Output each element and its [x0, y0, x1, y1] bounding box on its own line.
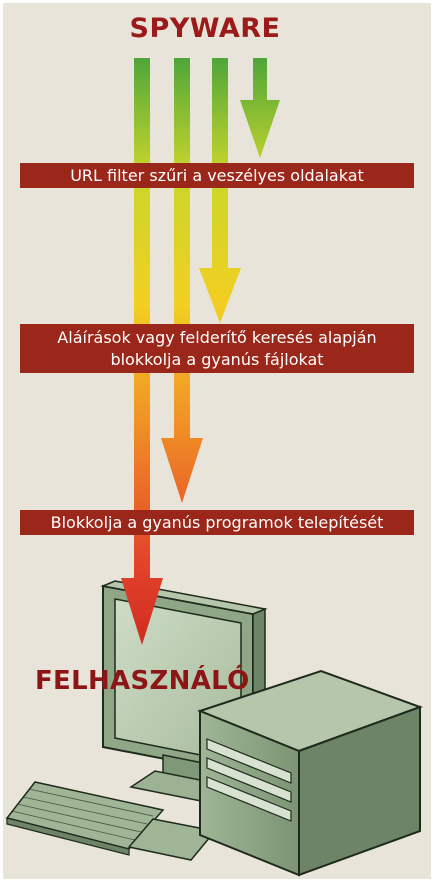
arrow-4 — [240, 58, 280, 158]
arrow-3 — [199, 58, 241, 323]
arrow-2 — [161, 58, 203, 503]
arrow-1 — [121, 58, 163, 645]
diagram-panel: SPYWARE URL filter szűri a veszélyes old… — [3, 3, 431, 879]
computer-illustration — [5, 580, 423, 877]
diagram-graphics — [5, 58, 423, 877]
banner-block-install: Blokkolja a gyanús programok telepítését — [20, 510, 414, 535]
banner-url-filter: URL filter szűri a veszélyes oldalakat — [20, 163, 414, 188]
banner-signature-scan: Aláírások vagy felderítő keresés alapján… — [20, 324, 414, 373]
user-label: FELHASZNÁLÓ — [35, 666, 250, 696]
diagram-title: SPYWARE — [129, 13, 281, 44]
